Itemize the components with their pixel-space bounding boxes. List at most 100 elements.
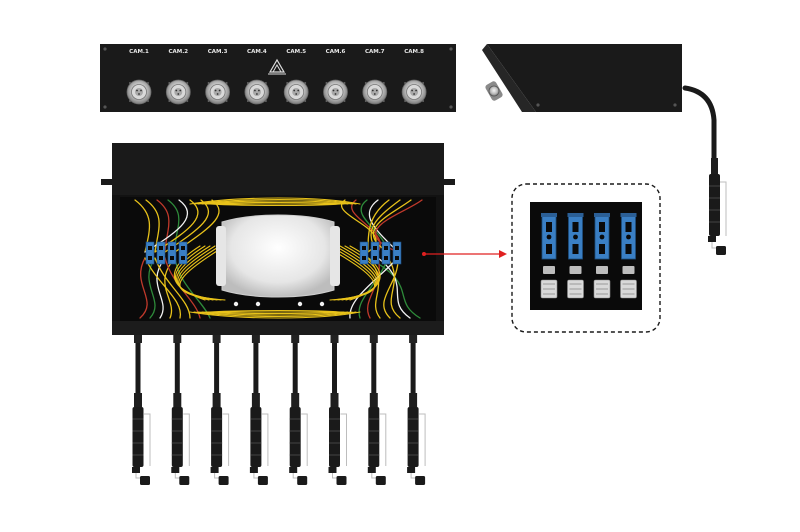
cable-boot [369,393,378,407]
adapter-clip [543,266,555,274]
connector-pin [216,93,219,95]
adapter-port [181,246,185,250]
connector-screw [382,82,385,84]
cable-gland [173,335,182,343]
connector-screw [343,100,346,102]
adapter-port [572,244,579,254]
cable-boot [409,393,418,407]
connector-screw [246,100,249,102]
cable-boot [291,393,300,407]
adapter-clip [569,266,582,274]
connector-screw [422,100,425,102]
adapter-port [572,222,579,232]
mountain-logo-icon [268,58,286,75]
connector-screw [343,82,346,84]
cam-label: CAM.4 [247,49,267,55]
plug-tip [132,467,140,473]
side-view [482,44,727,255]
connector-group [126,79,427,105]
connector-screw [186,82,189,84]
cable-jacket [135,343,141,395]
cable-boot [330,393,339,407]
adapter-port [546,222,552,232]
splice-tray [221,214,335,298]
tray-screw-icon [319,301,325,307]
pigtail-cable [171,335,190,485]
connector-pin [136,89,138,92]
side-cable [682,85,717,163]
cable-boot [711,158,718,174]
lanyard [261,413,269,466]
connector-screw [168,100,171,102]
plug-body [211,407,223,467]
connector-pin [175,89,178,92]
plug-tip [407,467,416,473]
connector-screw [129,100,131,102]
cam-label: CAM.7 [365,49,385,55]
side-screw-icon [536,103,540,107]
dust-cap-icon [415,476,426,485]
adapter-port [362,256,366,260]
adapter-bank-right [359,241,402,265]
sc-adapter-icon [156,241,166,265]
adapter-port [362,246,366,250]
fiber-strand [179,245,226,301]
cable-gland [212,335,221,343]
connector-screw [168,82,171,84]
sc-adapter-icon [178,241,188,265]
connector-screw [207,82,210,84]
adapter-flange [541,213,557,217]
adapter-port [384,256,388,260]
cable-gland [251,335,260,343]
cable-gland [291,335,300,343]
circular-connector-icon [126,79,152,105]
connector-screw [364,82,367,84]
connector-pin [254,89,256,92]
cable-jacket [332,343,337,395]
circular-connector-icon [401,79,427,105]
side-screw-icon [673,103,677,107]
plug-tip [249,467,258,473]
connector-pin [258,89,260,92]
lanyard [144,413,151,466]
connector-screw [364,100,367,102]
connector-screw [304,82,307,84]
cam-label: CAM.5 [286,49,306,55]
connector-screw [404,82,407,84]
connector-pin [297,89,300,92]
adapter-clip [596,266,608,274]
cable-gland [134,335,142,343]
dust-cap-icon [375,476,386,485]
callout-arrow-head-icon [499,250,507,258]
connector-pin [373,93,376,95]
panel-screw-icon [449,105,453,109]
dust-cap-icon [218,476,229,485]
circular-connector-icon [244,79,270,105]
fiber-strand [193,311,357,318]
connector-screw [225,82,228,84]
lanyard [222,413,230,466]
pigtail-cable [210,335,230,485]
dust-cap-icon [297,476,308,485]
plug-body [250,407,262,467]
fiber-strand [209,309,341,313]
connector-screw [404,100,407,102]
fiber-strand [139,257,148,319]
fiber-strand [324,245,376,301]
pigtail-cable-group [132,335,426,485]
side-plug-body [709,174,720,236]
adapter-flange [567,213,584,217]
connector-pin [293,89,296,92]
fiber-strand [351,199,381,253]
panel-screw-icon [103,105,107,109]
adapter-bank-left [145,241,188,265]
pigtail-cable [249,335,269,485]
zoomed-sc-adapter-icon [593,213,611,299]
connector-screw [147,100,149,102]
connector-screw [264,100,267,102]
fiber-strand [387,257,401,319]
connector-pin [332,89,335,92]
connector-screw [286,82,289,84]
